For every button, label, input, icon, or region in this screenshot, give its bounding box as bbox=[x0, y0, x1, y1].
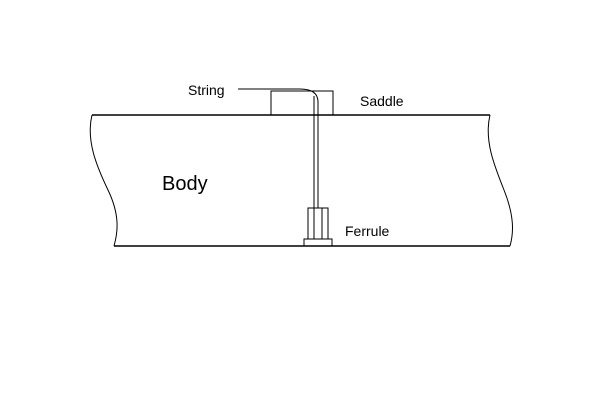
ferrule-label: Ferrule bbox=[345, 223, 390, 239]
string-line bbox=[238, 88, 319, 208]
body-label: Body bbox=[162, 173, 208, 195]
body-section bbox=[89, 114, 513, 247]
ferrule-sleeve bbox=[307, 207, 329, 240]
saddle bbox=[270, 90, 334, 116]
body-right-break-line bbox=[487, 114, 513, 247]
ferrule-cap bbox=[303, 238, 333, 247]
saddle-label: Saddle bbox=[360, 93, 404, 109]
ferrule bbox=[303, 207, 333, 247]
body-left-break-line bbox=[89, 114, 118, 247]
string-label: String bbox=[188, 82, 225, 98]
